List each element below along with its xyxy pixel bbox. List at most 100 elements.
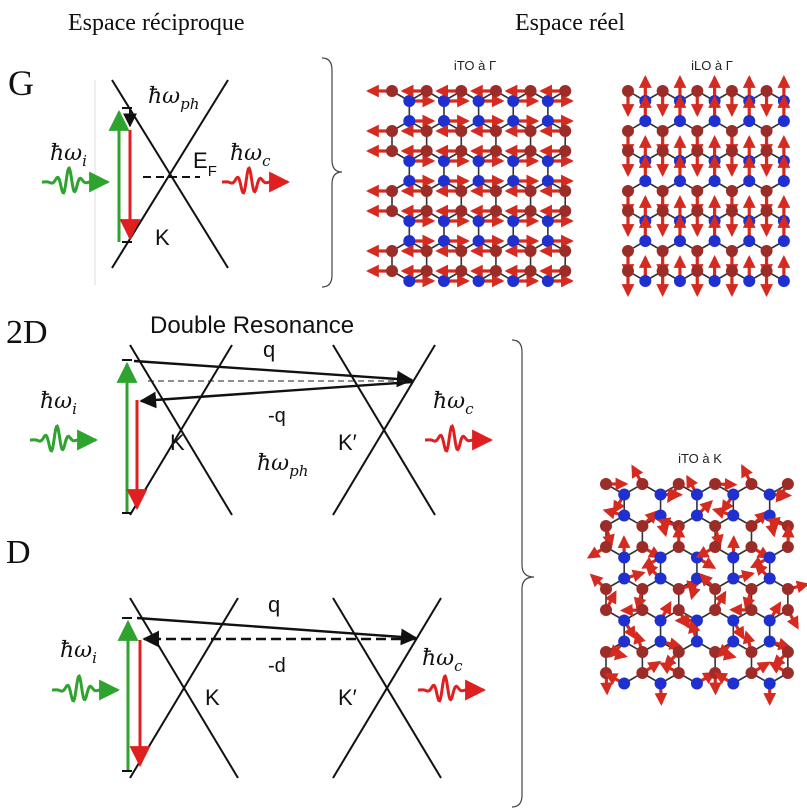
lattice-ito-k: iTO à K bbox=[586, 451, 807, 706]
atom-red bbox=[455, 245, 468, 257]
2d-band-label: 2D bbox=[6, 314, 48, 351]
phonon-energy-label: ħωph bbox=[257, 451, 308, 480]
atom-red bbox=[455, 85, 468, 97]
atom-blue bbox=[690, 488, 703, 501]
double-resonance-title: Double Resonance bbox=[150, 312, 354, 339]
atom-blue bbox=[708, 235, 721, 247]
atom-blue bbox=[507, 175, 520, 187]
k-prime-point-label: K′ bbox=[338, 430, 357, 455]
atom-blue bbox=[507, 215, 520, 227]
atom-red bbox=[489, 185, 502, 197]
atom-red bbox=[725, 85, 738, 97]
fermi-energy-label: EF bbox=[193, 148, 217, 180]
atom-red bbox=[745, 583, 758, 595]
atom-red bbox=[600, 520, 612, 532]
atom-red bbox=[386, 145, 398, 157]
atom-red bbox=[420, 245, 433, 257]
atom-red bbox=[672, 667, 685, 679]
k-point-label: K bbox=[155, 225, 170, 250]
atom-red bbox=[691, 85, 704, 97]
atom-red bbox=[559, 265, 572, 277]
atom-red bbox=[524, 125, 537, 137]
atom-red bbox=[709, 583, 722, 595]
atom-red bbox=[745, 667, 758, 679]
atom-blue bbox=[654, 614, 667, 627]
scattered-photon-label: ħωc bbox=[230, 141, 271, 170]
atom-red bbox=[559, 205, 572, 217]
atom-blue bbox=[437, 215, 450, 227]
atom-blue bbox=[690, 509, 703, 522]
atom-blue bbox=[777, 175, 790, 187]
atom-red bbox=[524, 145, 537, 157]
atom-blue bbox=[639, 275, 652, 287]
q-label: q bbox=[268, 592, 280, 617]
atom-red bbox=[636, 478, 649, 490]
atom-red bbox=[760, 145, 773, 157]
atom-red bbox=[524, 245, 537, 257]
atom-red bbox=[709, 604, 722, 616]
atom-blue bbox=[472, 215, 485, 227]
atom-red bbox=[622, 145, 634, 157]
atom-red bbox=[600, 583, 612, 595]
atom-red bbox=[691, 185, 704, 197]
atom-blue bbox=[727, 509, 740, 522]
scattering-arrow-q bbox=[136, 616, 418, 646]
atom-blue bbox=[541, 275, 554, 287]
lattice-title-ilo-gamma: iLO à Γ bbox=[691, 58, 733, 73]
atom-red bbox=[691, 125, 704, 137]
d-band-panel: D q -d K K′ ħωi ħωc bbox=[6, 534, 487, 779]
atom-red bbox=[489, 85, 502, 97]
atom-red bbox=[636, 604, 649, 616]
g-band-panel: G ħωph EF K ħωi ħωc bbox=[8, 63, 291, 285]
atom-blue bbox=[777, 275, 790, 287]
scattered-photon-label: ħωc bbox=[433, 389, 474, 418]
lattice-title-ito-gamma: iTO à Γ bbox=[454, 58, 496, 73]
atom-blue bbox=[727, 614, 740, 627]
incident-photon-wave bbox=[30, 423, 79, 453]
atom-red bbox=[622, 125, 634, 137]
atom-red bbox=[691, 145, 704, 157]
atom-red bbox=[386, 185, 398, 197]
atom-red bbox=[386, 125, 398, 137]
atom-red bbox=[745, 541, 758, 553]
atom-red bbox=[656, 245, 669, 257]
atom-red bbox=[559, 185, 572, 197]
atom-red bbox=[455, 125, 468, 137]
atom-blue bbox=[763, 551, 776, 564]
atom-red bbox=[420, 125, 433, 137]
atom-blue bbox=[727, 572, 740, 585]
atom-blue bbox=[541, 175, 554, 187]
atom-red bbox=[600, 478, 612, 490]
atom-blue bbox=[437, 95, 450, 107]
lattice-title-ito-k: iTO à K bbox=[678, 451, 722, 466]
atom-blue bbox=[618, 509, 631, 522]
atom-blue bbox=[437, 235, 450, 247]
atom-blue bbox=[763, 614, 776, 627]
atom-blue bbox=[507, 95, 520, 107]
atom-red bbox=[709, 541, 722, 553]
atom-blue bbox=[690, 677, 703, 690]
atom-blue bbox=[708, 115, 721, 127]
atom-red bbox=[760, 125, 773, 137]
atom-red bbox=[420, 85, 433, 97]
atom-blue bbox=[541, 115, 554, 127]
atom-red bbox=[420, 265, 433, 277]
atom-blue bbox=[618, 551, 631, 564]
atom-red bbox=[656, 145, 669, 157]
scattered-photon-label: ħωc bbox=[422, 646, 463, 675]
atom-blue bbox=[541, 215, 554, 227]
atom-blue bbox=[507, 235, 520, 247]
atom-red bbox=[725, 185, 738, 197]
atom-blue bbox=[507, 275, 520, 287]
atom-blue bbox=[763, 488, 776, 501]
atom-blue bbox=[727, 635, 740, 648]
atom-blue bbox=[437, 155, 450, 167]
minus-q-label: -q bbox=[268, 405, 286, 427]
atom-red bbox=[622, 205, 634, 217]
atom-red bbox=[760, 245, 773, 257]
atom-blue bbox=[639, 115, 652, 127]
atom-blue bbox=[437, 175, 450, 187]
atom-red bbox=[600, 541, 612, 553]
atom-red bbox=[524, 205, 537, 217]
atom-red bbox=[656, 205, 669, 217]
